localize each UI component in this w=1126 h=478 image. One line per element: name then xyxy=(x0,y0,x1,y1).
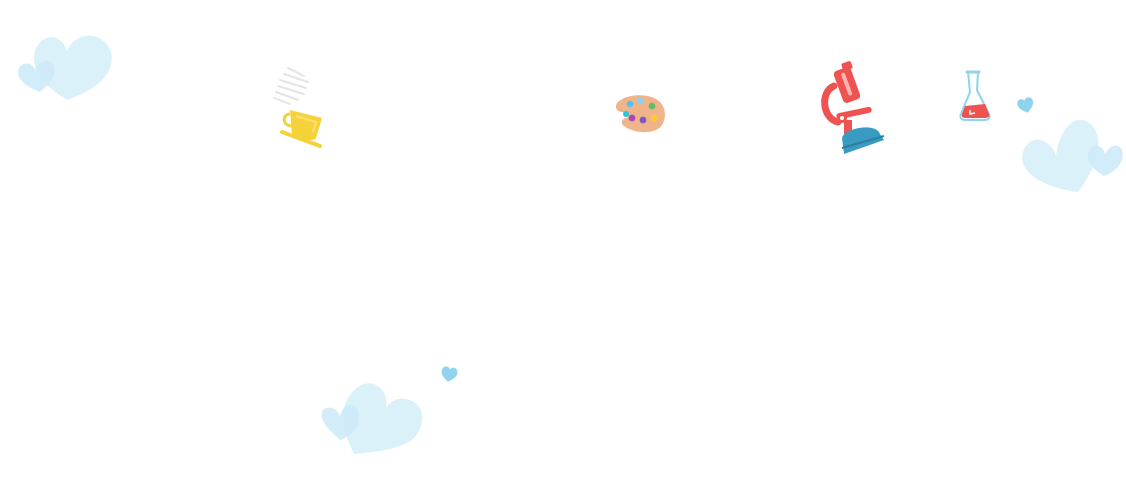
coffee-cup-icon xyxy=(273,67,322,148)
paint-palette-icon xyxy=(615,95,665,133)
heart-cluster-icon xyxy=(18,35,112,100)
small-heart-icon xyxy=(441,366,458,382)
small-heart-icon xyxy=(1017,97,1034,113)
microscope-icon xyxy=(821,61,885,154)
heart-cluster-icon xyxy=(321,383,423,454)
heart-cluster-icon xyxy=(1022,119,1123,192)
flask-icon xyxy=(959,70,991,121)
